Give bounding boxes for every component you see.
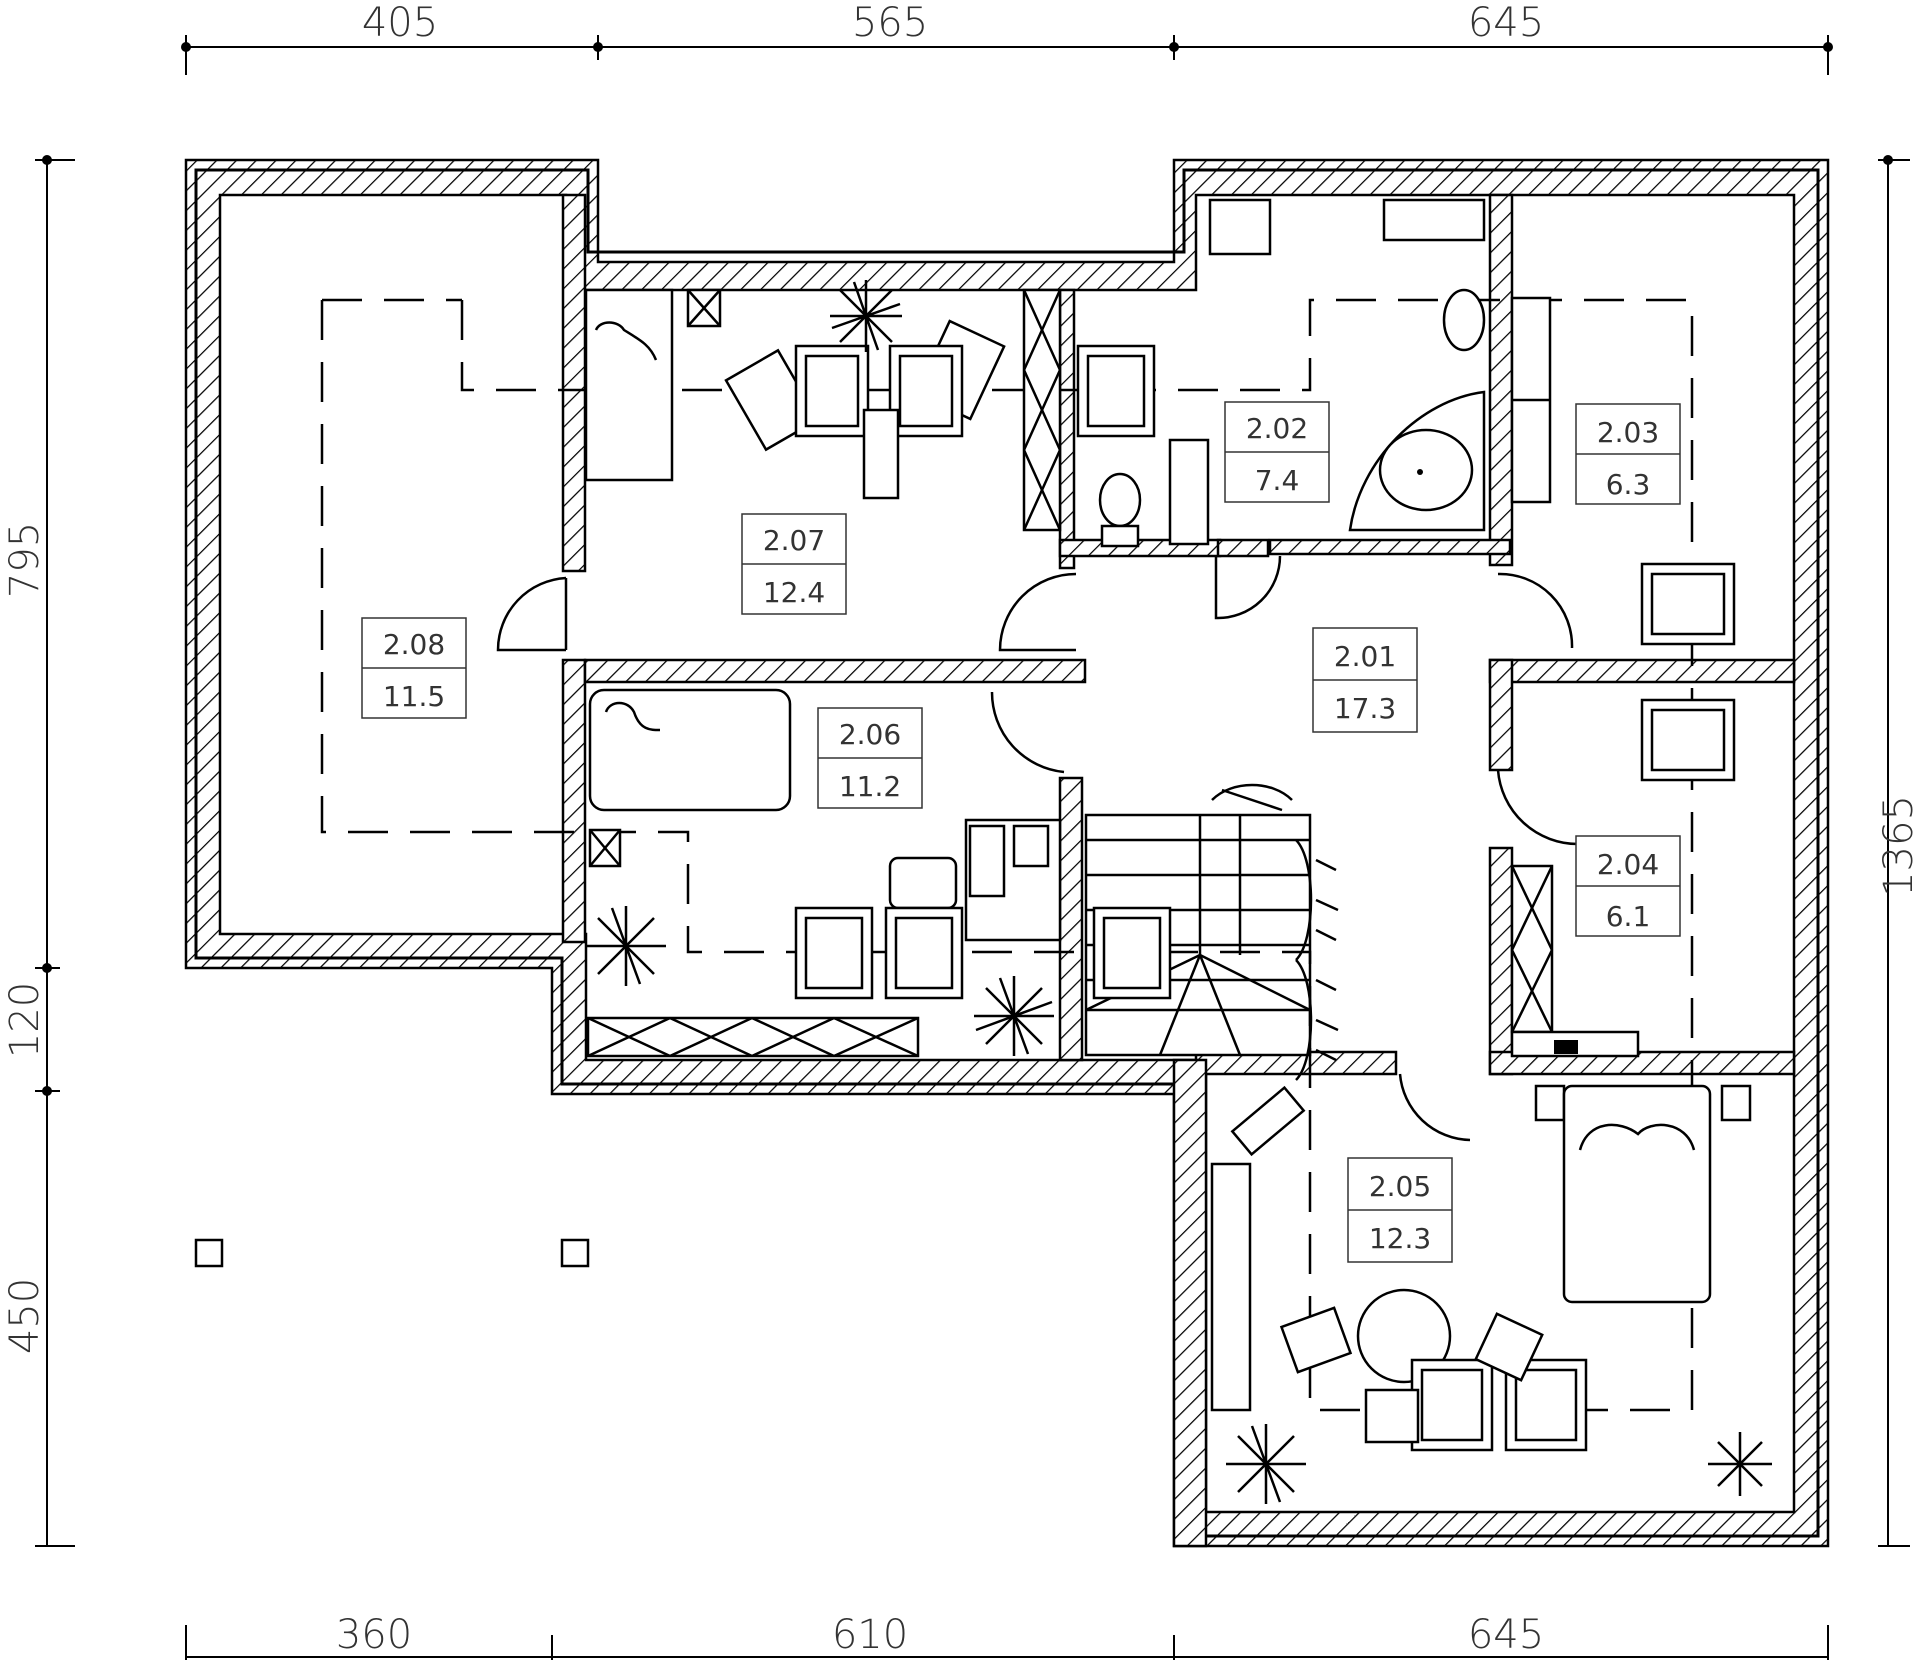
room-2-08-area: 11.5	[383, 680, 445, 713]
room-2-05-area: 12.3	[1369, 1222, 1431, 1255]
dim-right-1: 1365	[1876, 795, 1920, 897]
room-2-07-area: 12.4	[763, 576, 825, 609]
room-2-03-id: 2.03	[1597, 416, 1659, 449]
room-2-01-id: 2.01	[1334, 640, 1396, 673]
dim-bottom-2: 610	[832, 1612, 908, 1658]
dimension-lines	[35, 35, 1910, 1660]
dashed-lines	[320, 298, 1694, 1412]
post-right	[560, 1238, 590, 1268]
room-2-02-area: 7.4	[1255, 464, 1300, 497]
room-2-03-area: 6.3	[1606, 468, 1651, 501]
dim-left-3: 450	[2, 1278, 48, 1354]
room-2-07-id: 2.07	[763, 524, 825, 557]
room-2-05-id: 2.05	[1369, 1170, 1431, 1203]
post-left	[194, 1238, 224, 1268]
room-2-06-area: 11.2	[839, 770, 901, 803]
dim-left-2: 120	[2, 982, 48, 1058]
furniture	[584, 198, 1752, 1452]
room-2-04-area: 6.1	[1606, 900, 1651, 933]
doors	[496, 555, 1579, 1142]
dim-bottom-3: 645	[1468, 1612, 1544, 1658]
dim-top-2: 565	[852, 0, 928, 46]
room-labels: 2.01 17.3 2.02 7.4 2.03 6.3 2.04 6.1 2.0…	[361, 401, 1681, 1263]
room-2-02-id: 2.02	[1246, 412, 1308, 445]
dim-top-3: 645	[1468, 0, 1544, 46]
plants	[586, 280, 1772, 1504]
dim-bottom-1: 360	[336, 1612, 412, 1658]
room-2-06-id: 2.06	[839, 718, 901, 751]
room-2-01-area: 17.3	[1334, 692, 1396, 725]
room-2-04-id: 2.04	[1597, 848, 1659, 881]
dim-left-1: 795	[2, 522, 48, 598]
interior-walls	[561, 193, 1796, 1548]
dim-top-1: 405	[362, 0, 438, 46]
room-2-08-id: 2.08	[383, 628, 445, 661]
